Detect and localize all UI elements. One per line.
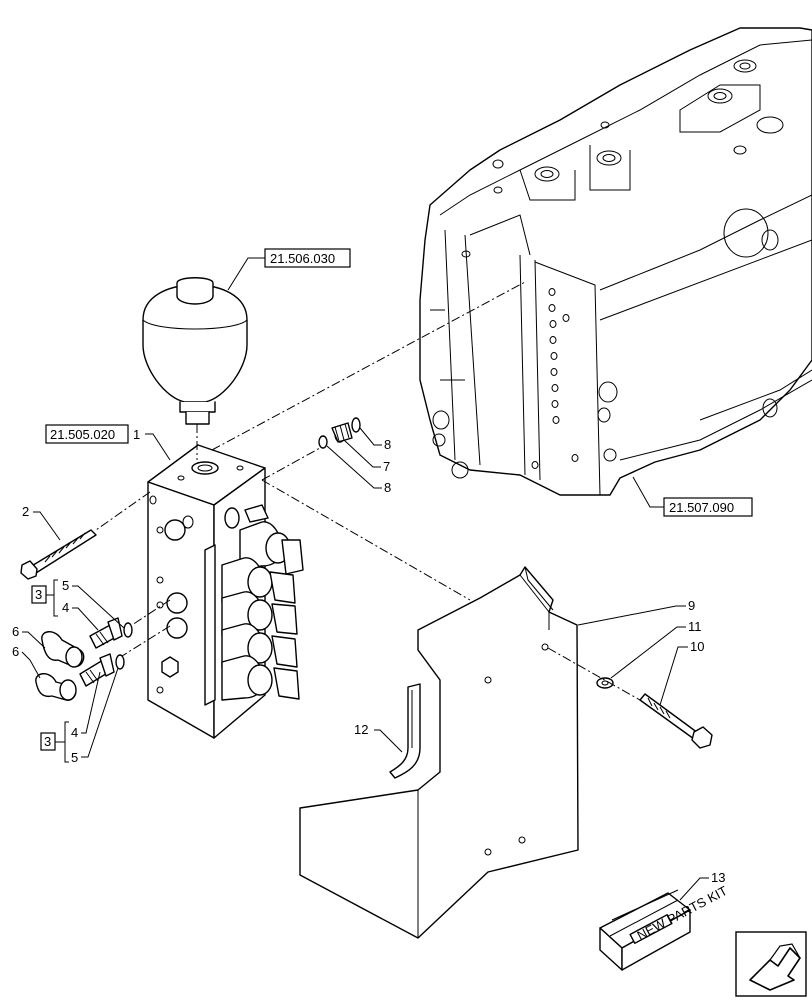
callout-6a: 6 — [12, 624, 19, 639]
alignment-lines — [95, 281, 641, 701]
callout-8b: 8 — [384, 480, 391, 495]
ref-valve-block[interactable]: 21.505.020 — [45, 424, 129, 444]
svg-text:21.506.030: 21.506.030 — [270, 251, 335, 266]
parts-kit-box: NEW PARTS KIT — [599, 883, 730, 971]
bolt-part-10 — [639, 693, 713, 749]
valve-block — [147, 444, 304, 739]
ref-accumulator[interactable]: 21.506.030 — [227, 248, 351, 291]
callout-4b: 4 — [71, 725, 78, 740]
callout-11: 11 — [688, 619, 702, 634]
callout-12: 12 — [354, 722, 368, 737]
callout-3b: 3 — [44, 734, 51, 749]
ref-transmission[interactable]: 21.507.090 — [632, 476, 753, 517]
transmission-housing — [419, 27, 812, 496]
callout-7: 7 — [383, 459, 390, 474]
callout-8a: 8 — [384, 437, 391, 452]
callout-2: 2 — [22, 504, 29, 519]
guard-plate — [299, 566, 579, 939]
callout-5b: 5 — [71, 750, 78, 765]
edge-clip-part-12 — [389, 683, 421, 779]
coupling-upper — [89, 617, 133, 649]
svg-text:21.507.090: 21.507.090 — [669, 500, 734, 515]
dust-cap-upper — [41, 631, 85, 668]
next-page-arrow-icon[interactable] — [735, 931, 807, 997]
solenoid-coils — [221, 504, 304, 701]
screw-part-2 — [20, 529, 97, 580]
callout-3a: 3 — [35, 587, 42, 602]
callout-13: 13 — [711, 870, 725, 885]
callout-10: 10 — [690, 639, 704, 654]
callout-1: 1 — [133, 427, 140, 442]
washer-part-11 — [596, 677, 614, 689]
dust-cap-lower — [35, 673, 77, 701]
svg-text:21.505.020: 21.505.020 — [50, 427, 115, 442]
callout-9: 9 — [688, 598, 695, 613]
callout-4a: 4 — [62, 600, 69, 615]
callout-5a: 5 — [62, 578, 69, 593]
o-ring-part-8-lower — [318, 435, 328, 449]
coupling-lower — [79, 653, 125, 687]
callout-6b: 6 — [12, 644, 19, 659]
plug-part-7 — [331, 422, 353, 443]
hydraulic-accumulator — [142, 277, 248, 425]
callouts: 1 2 3 5 4 6 6 3 4 5 7 8 8 9 11 10 — [12, 427, 725, 901]
o-ring-part-8-upper — [351, 417, 361, 433]
